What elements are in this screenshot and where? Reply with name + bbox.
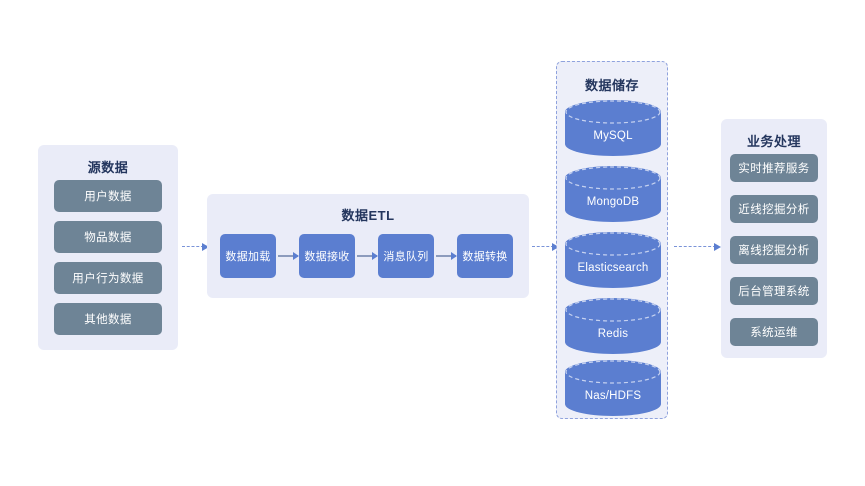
etl-arrow-3-icon — [436, 252, 457, 260]
etl-arrow-2-icon — [357, 252, 378, 260]
storage-cylinder-mongodb[interactable]: MongoDB — [565, 166, 661, 222]
etl-step-message-queue[interactable]: 消息队列 — [378, 234, 434, 278]
source-item-user-data[interactable]: 用户数据 — [54, 180, 162, 212]
connector-etl-to-storage — [532, 242, 559, 251]
cylinder-icon — [565, 298, 661, 354]
business-item-system-ops[interactable]: 系统运维 — [730, 318, 818, 346]
etl-step-data-load[interactable]: 数据加载 — [220, 234, 276, 278]
etl-title: 数据ETL — [341, 208, 395, 223]
etl-step-data-transform[interactable]: 数据转换 — [457, 234, 513, 278]
business-item-offline-mining[interactable]: 离线挖掘分析 — [730, 236, 818, 264]
etl-panel: 数据ETL 数据加载 数据接收 消息队列 数据转换 — [207, 194, 529, 298]
source-item-other-data[interactable]: 其他数据 — [54, 303, 162, 335]
connector-storage-to-business — [674, 242, 721, 251]
cylinder-icon — [565, 360, 661, 416]
cylinder-icon — [565, 166, 661, 222]
storage-title: 数据储存 — [584, 78, 639, 93]
etl-arrow-1-icon — [278, 252, 299, 260]
storage-label-redis: Redis — [597, 328, 629, 340]
storage-label-nas-hdfs: Nas/HDFS — [584, 390, 642, 402]
storage-label-mongodb: MongoDB — [586, 196, 640, 208]
etl-step-data-receive[interactable]: 数据接收 — [299, 234, 355, 278]
business-item-nearline-mining[interactable]: 近线挖掘分析 — [730, 195, 818, 223]
storage-cylinder-nas-hdfs[interactable]: Nas/HDFS — [565, 360, 661, 416]
cylinder-icon — [565, 232, 661, 288]
business-item-realtime-recommendation[interactable]: 实时推荐服务 — [730, 154, 818, 182]
source-item-product-data[interactable]: 物品数据 — [54, 221, 162, 253]
storage-cylinder-redis[interactable]: Redis — [565, 298, 661, 354]
business-processing-title: 业务处理 — [746, 134, 801, 149]
storage-cylinder-mysql[interactable]: MySQL — [565, 100, 661, 156]
storage-label-elasticsearch: Elasticsearch — [577, 262, 649, 274]
business-processing-panel: 业务处理 实时推荐服务 近线挖掘分析 离线挖掘分析 后台管理系统 系统运维 — [721, 119, 827, 358]
connector-source-to-etl — [182, 242, 209, 251]
source-item-user-behavior-data[interactable]: 用户行为数据 — [54, 262, 162, 294]
cylinder-icon — [565, 100, 661, 156]
storage-cylinder-elasticsearch[interactable]: Elasticsearch — [565, 232, 661, 288]
source-data-title: 源数据 — [87, 160, 129, 175]
business-item-admin-system[interactable]: 后台管理系统 — [730, 277, 818, 305]
storage-label-mysql: MySQL — [593, 130, 633, 142]
source-data-panel: 源数据 用户数据 物品数据 用户行为数据 其他数据 — [38, 145, 178, 350]
storage-panel: 数据储存 MySQL MongoDB Elasticsearch — [556, 61, 668, 419]
